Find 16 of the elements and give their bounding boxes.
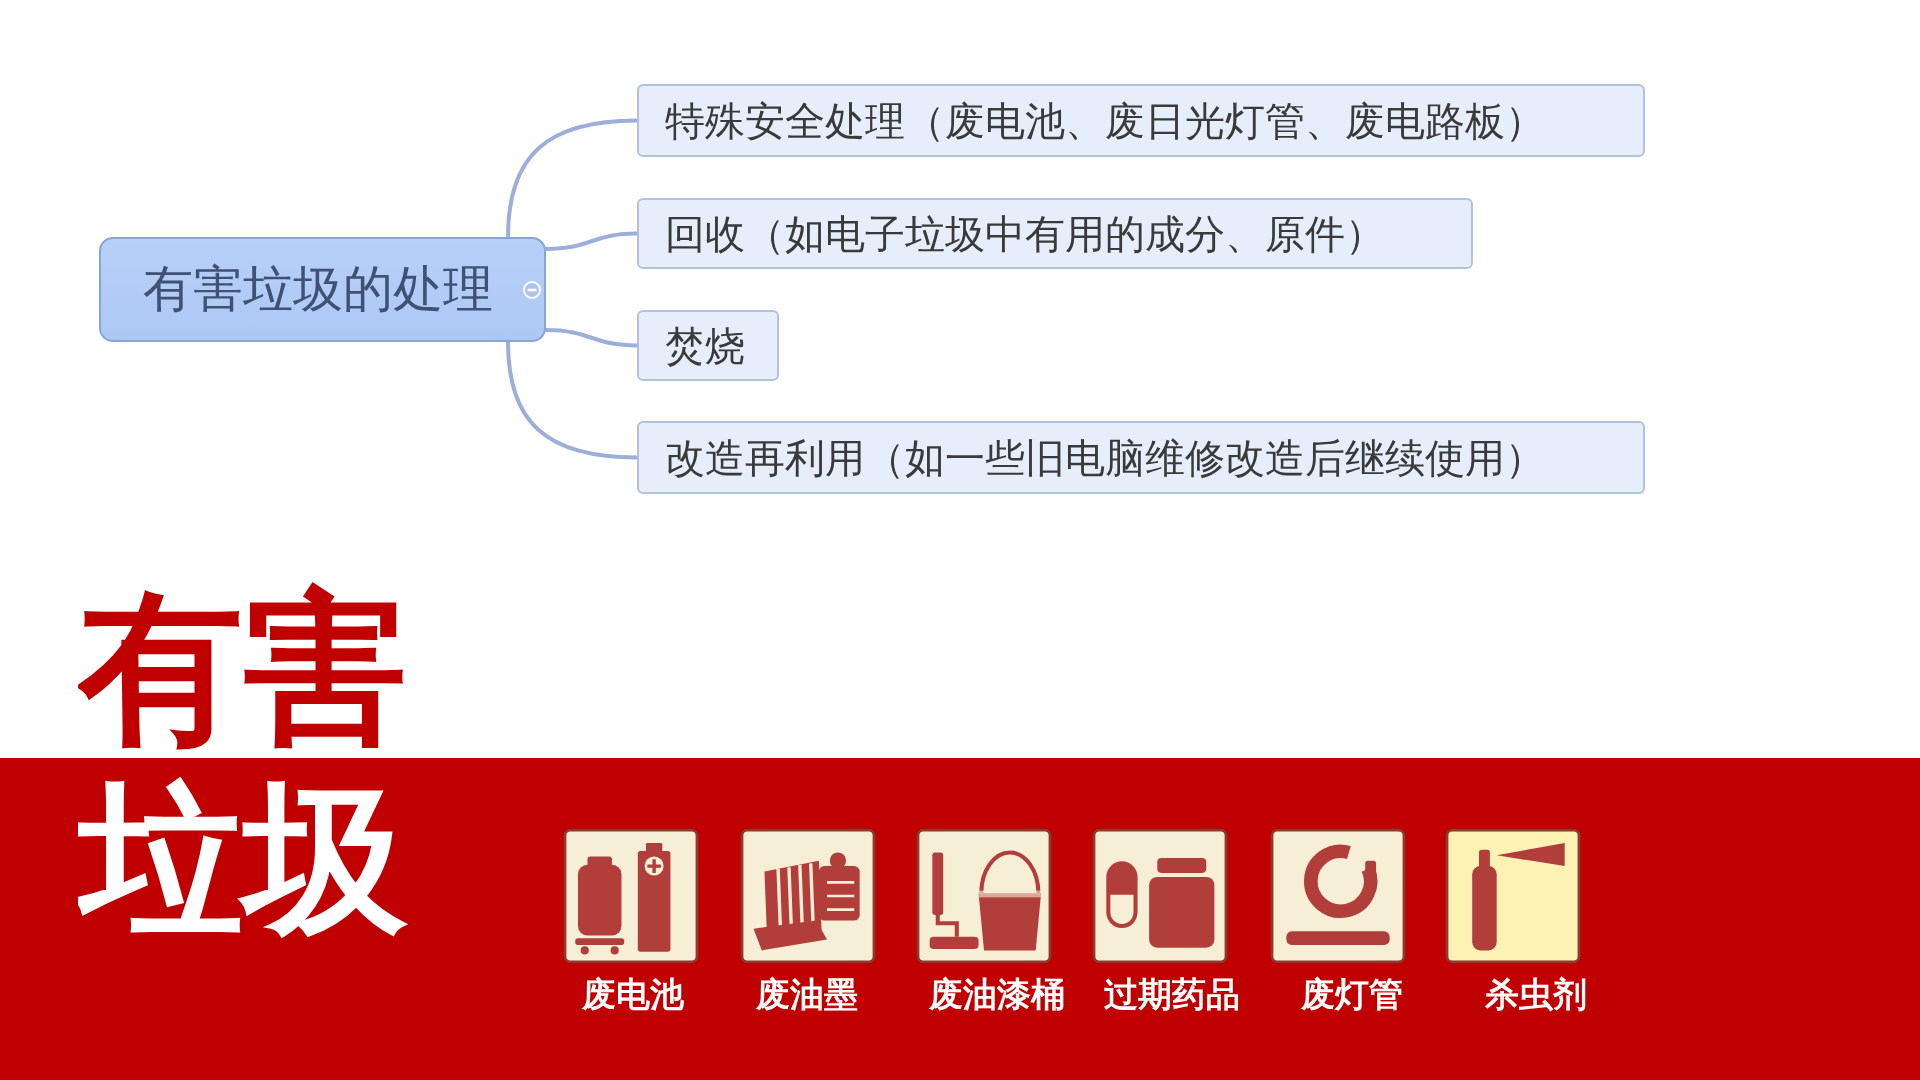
- subtopic-box: 焚烧: [637, 310, 779, 381]
- caption-label: 过期药品: [1104, 975, 1240, 1015]
- subtopic-box: 回收（如电子垃圾中有用的成分、原件）: [637, 198, 1473, 269]
- caption-label: 杀虫剂: [1485, 975, 1587, 1015]
- caption-label: 废灯管: [1301, 975, 1403, 1015]
- caption-label: 废油漆桶: [929, 975, 1065, 1015]
- connector-line: [506, 118, 639, 239]
- topic-box: [99, 237, 546, 342]
- subtopic-box: 特殊安全处理（废电池、废日光灯管、废电路板）: [637, 84, 1645, 157]
- connector-line: [544, 328, 639, 348]
- caption-label: 废电池: [582, 975, 684, 1015]
- caption-label: 废油墨: [756, 975, 858, 1015]
- connector-line: [544, 231, 639, 251]
- connector-line: [506, 340, 639, 460]
- topic-text: 有害垃圾的处理: [143, 262, 493, 317]
- subtopic-box: 改造再利用（如一些旧电脑维修改造后继续使用）: [637, 421, 1645, 494]
